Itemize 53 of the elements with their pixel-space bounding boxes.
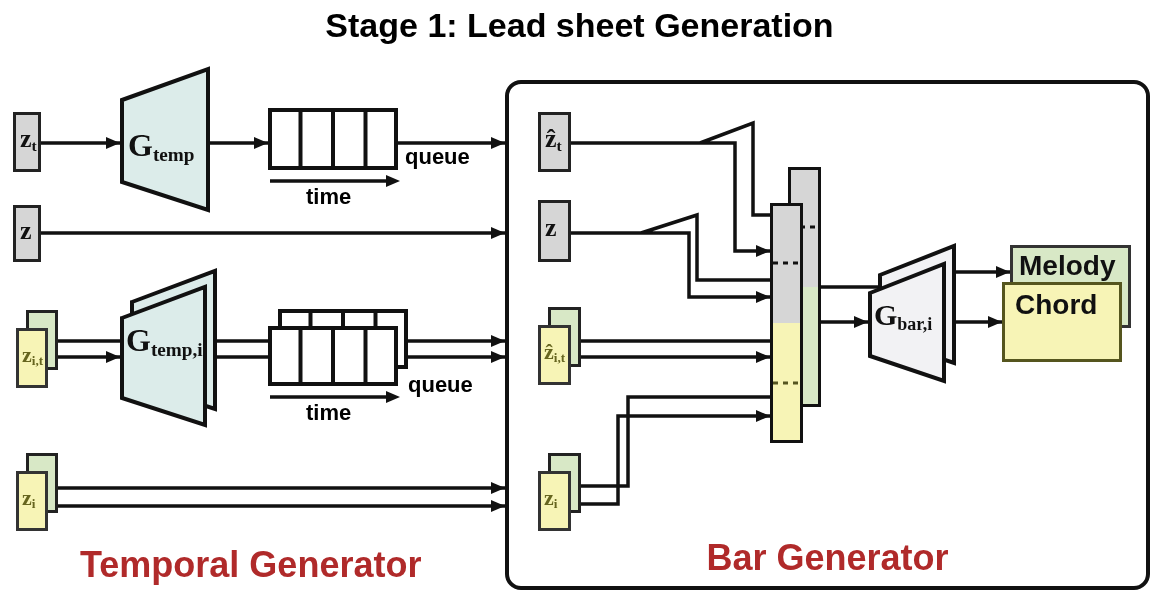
output-label: Melody — [1019, 252, 1116, 280]
time-label: time — [306, 402, 352, 424]
arrow — [58, 500, 505, 512]
concatenated-vector-bar — [770, 167, 820, 443]
arrow — [41, 227, 505, 239]
arrow — [956, 266, 1010, 278]
generator-panel — [505, 80, 1150, 590]
output-box — [1010, 245, 1131, 282]
variable-box — [538, 112, 571, 172]
queue-label: queue — [408, 374, 473, 396]
variable-label: z$_{i}$ — [544, 487, 558, 511]
variable-label: ẑ$_{t}$ — [545, 126, 562, 154]
variable-label: ẑ$_{i,t}$ — [544, 341, 566, 365]
variable-label: z — [20, 217, 32, 244]
output-label: Chord — [1015, 291, 1098, 319]
variable-label: z$_{t}$ — [20, 126, 37, 154]
variable-box — [538, 471, 571, 531]
generator-label: G$_{temp,i}$ — [126, 324, 203, 359]
variable-box — [16, 328, 48, 388]
generator-trapezoid — [120, 269, 217, 427]
arrow — [41, 137, 120, 149]
generator-trapezoid — [868, 244, 956, 383]
arrow — [569, 212, 772, 303]
diagram-title: Stage 1: Lead sheet Generation — [324, 6, 835, 45]
arrow — [398, 137, 505, 149]
section-title: Temporal Generator — [80, 547, 422, 583]
variable-box — [538, 325, 571, 385]
arrow — [408, 351, 505, 363]
variable-label: z$_{i}$ — [22, 487, 36, 511]
variable-box — [538, 200, 571, 262]
arrow — [408, 335, 505, 347]
section-title: Bar Generator — [705, 540, 950, 576]
variable-box — [13, 112, 41, 172]
queue-label: queue — [405, 146, 470, 168]
time-label: time — [306, 186, 352, 208]
variable-label: z$_{i,t}$ — [22, 344, 44, 368]
output-box — [1002, 282, 1122, 362]
generator-label: G$_{temp}$ — [128, 129, 195, 164]
queue-drawing — [268, 309, 408, 386]
arrow — [581, 410, 770, 506]
arrow — [581, 351, 770, 363]
arrow — [820, 316, 868, 328]
arrow — [58, 482, 505, 494]
arrow — [956, 316, 1002, 328]
arrow — [58, 351, 120, 363]
arrow — [569, 120, 772, 257]
variable-label: z — [545, 215, 557, 241]
queue-drawing — [268, 108, 398, 170]
generator-label: G$_{bar,i}$ — [874, 300, 933, 333]
generator-trapezoid — [120, 67, 210, 212]
arrow — [210, 137, 268, 149]
variable-box — [13, 205, 41, 262]
variable-box — [16, 471, 48, 531]
